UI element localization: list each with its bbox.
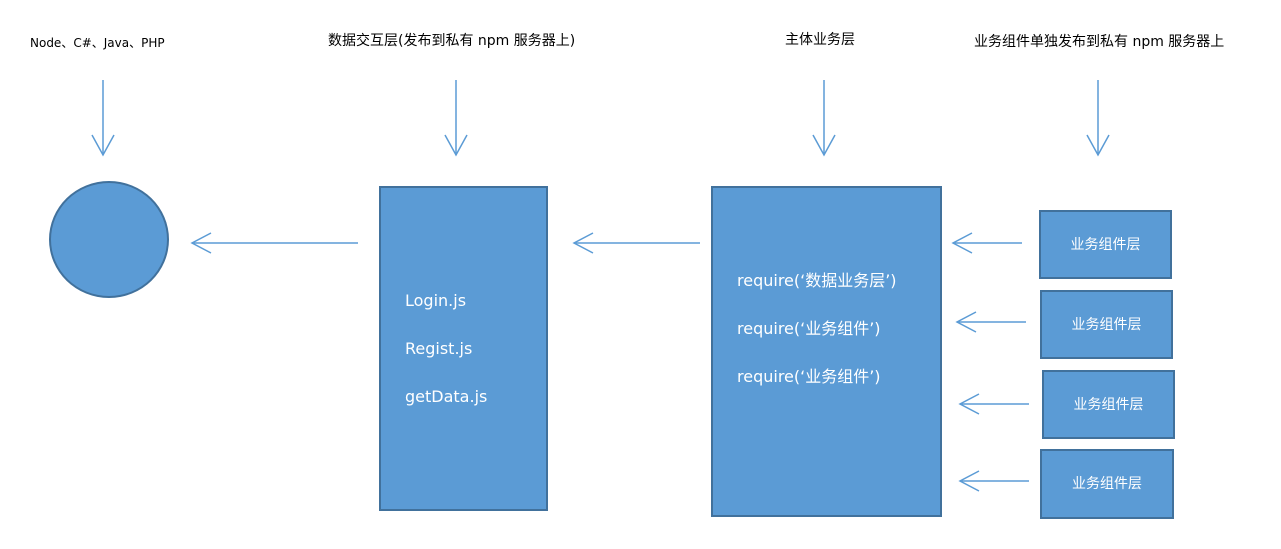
component-box-4: 业务组件层 xyxy=(1040,449,1174,519)
main-layer-label: 主体业务层 xyxy=(785,32,855,48)
component-label-4: 业务组件层 xyxy=(1072,476,1142,492)
file-getdata: getData.js xyxy=(405,387,488,406)
require-component-2: require(‘业务组件’) xyxy=(737,367,881,386)
component-box-2: 业务组件层 xyxy=(1040,290,1173,359)
left-arrow-to-data-layer xyxy=(572,232,700,254)
left-arrow-component-1 xyxy=(951,232,1022,254)
backend-label: Node、C#、Java、PHP xyxy=(30,36,165,50)
down-arrow-data-layer xyxy=(444,80,468,157)
left-arrow-to-backend xyxy=(190,232,358,254)
down-arrow-main-layer xyxy=(812,80,836,157)
left-arrow-component-3 xyxy=(958,393,1029,415)
down-arrow-components xyxy=(1086,80,1110,157)
left-arrow-component-4 xyxy=(958,470,1029,492)
left-arrow-component-2 xyxy=(955,311,1026,333)
require-data-layer: require(‘数据业务层’) xyxy=(737,271,897,290)
data-layer-box: Login.js Regist.js getData.js xyxy=(379,186,548,511)
data-layer-label: 数据交互层(发布到私有 npm 服务器上) xyxy=(328,33,576,49)
file-regist: Regist.js xyxy=(405,339,473,358)
component-box-3: 业务组件层 xyxy=(1042,370,1175,439)
file-login: Login.js xyxy=(405,291,467,310)
component-label-2: 业务组件层 xyxy=(1071,316,1142,333)
require-component-1: require(‘业务组件’) xyxy=(737,319,881,338)
component-box-1: 业务组件层 xyxy=(1039,210,1172,279)
component-label-1: 业务组件层 xyxy=(1070,236,1141,253)
main-layer-box: require(‘数据业务层’) require(‘业务组件’) require… xyxy=(711,186,942,517)
component-label-3: 业务组件层 xyxy=(1073,396,1144,413)
component-publish-label: 业务组件单独发布到私有 npm 服务器上 xyxy=(974,34,1225,50)
down-arrow-backend xyxy=(91,80,115,157)
backend-circle xyxy=(49,181,169,298)
